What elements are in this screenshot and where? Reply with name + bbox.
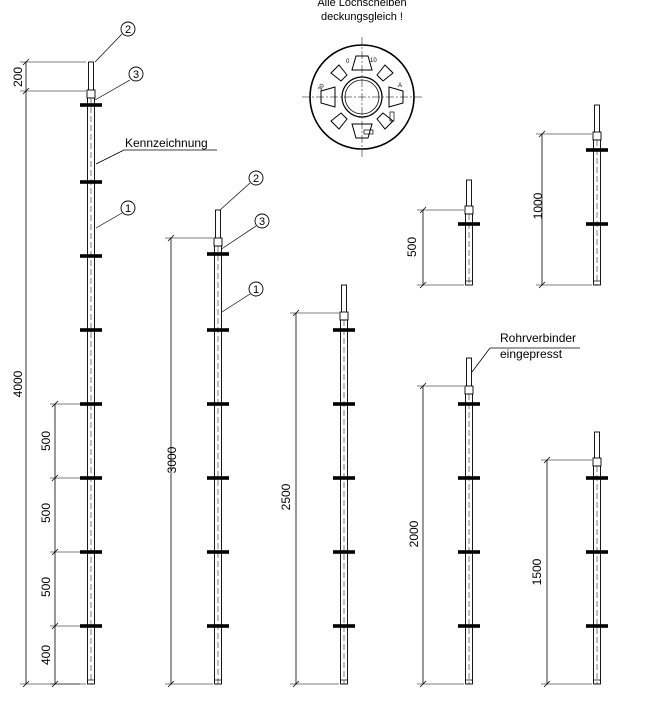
std-4000-rosette-2: [80, 180, 102, 184]
std-500-collar: [464, 205, 474, 215]
rosette-mark-0: 0: [346, 59, 350, 65]
std-4000-spigot: [88, 61, 94, 93]
dim-500b-label: 500: [39, 503, 53, 523]
rohrverbinder-leader-line: [471, 347, 491, 373]
std-1000-collar: [592, 131, 602, 141]
rosette-slot-left: [320, 86, 336, 108]
kennzeichnung-leader-line: [95, 149, 125, 165]
std-3000-spigot: [215, 209, 221, 241]
dim-200-label: 200: [11, 67, 25, 87]
dim-500-label: 500: [405, 237, 419, 257]
callout-2b-number: 2: [253, 173, 259, 185]
callout-3-leader: [94, 79, 131, 101]
callout-1-leader: [95, 212, 123, 229]
std-1500-rosette-3: [586, 624, 608, 628]
std-2500-rosette-4: [333, 550, 355, 554]
standards-layer: [20, 58, 608, 688]
callout-1-number: 1: [125, 203, 131, 215]
callout-3-bubble: [128, 66, 144, 82]
std-2000-rosette-3: [458, 550, 480, 554]
dim-2000-label: 2000: [407, 520, 421, 547]
dim-3000-label: 3000: [165, 446, 179, 473]
dim-1500-label: 1500: [530, 558, 544, 585]
rosette-slot-sw: [330, 112, 348, 130]
std-2500-rosette-5: [333, 624, 355, 628]
rohrverbinder-label-line2: eingepresst: [500, 347, 563, 361]
std-1500-spigot: [594, 431, 600, 461]
callout-2b-leader: [219, 182, 251, 211]
std-3000-rosette-2: [207, 328, 229, 332]
rosette-slot-right: [388, 86, 404, 108]
dim-400-label: 400: [39, 645, 53, 665]
dim-1000-label: 1000: [531, 192, 545, 219]
rosette-slot-bottom: [351, 123, 373, 139]
rosette-stamp-mark-2: [389, 111, 395, 122]
std-1500-collar: [592, 457, 602, 467]
kennzeichnung-label: Kennzeichnung: [125, 136, 208, 150]
callout-3b-leader: [219, 225, 257, 251]
std-1000-spigot: [594, 104, 600, 135]
rosette-mark-a: A: [398, 83, 402, 89]
std-4000-rosette-1: [80, 103, 102, 107]
rosette-mark-10: 10: [370, 58, 377, 64]
std-500-rosette-1: [458, 222, 480, 226]
rosette-stamp-mark: [363, 129, 374, 135]
std-2500-rosette-3: [333, 476, 355, 480]
rosette-mark-30: 30: [318, 83, 327, 92]
heading-line-1: Alle Lochscheiben: [317, 0, 407, 9]
callout-2-number: 2: [125, 24, 131, 36]
callout-2b-bubble: [248, 170, 264, 186]
std-3000-rosette-1: [207, 252, 229, 256]
std-4000-collar: [86, 89, 96, 99]
callout-2-leader: [94, 33, 123, 63]
std-2000-rosette-4: [458, 624, 480, 628]
callout-3-number: 3: [133, 69, 139, 81]
std-1000-rosette-2: [586, 222, 608, 226]
dim-2500-label: 2500: [279, 483, 293, 510]
dim-500c-label: 500: [39, 577, 53, 597]
std-2000-rosette-2: [458, 476, 480, 480]
callout-3b-number: 3: [259, 216, 265, 228]
std-500-spigot: [466, 179, 472, 209]
std-4000-rosette-4: [80, 328, 102, 332]
std-3000-collar: [213, 237, 223, 247]
std-4000-rosette-6: [80, 476, 102, 480]
callout-1b-number: 1: [253, 284, 259, 296]
callout-1-bubble: [120, 200, 136, 216]
std-1500-rosette-1: [586, 476, 608, 480]
std-2000-collar: [464, 385, 474, 395]
callout-3b-bubble: [254, 213, 270, 229]
std-4000-rosette-5: [80, 402, 102, 406]
std-2500-rosette-2: [333, 402, 355, 406]
std-2500-collar: [339, 311, 349, 321]
std-2000-rosette-1: [458, 402, 480, 406]
std-4000-rosette-3: [80, 254, 102, 258]
std-4000-rosette-7: [80, 550, 102, 554]
dim-4000-label: 4000: [11, 370, 25, 397]
std-2500-rosette-1: [333, 328, 355, 332]
std-4000-rosette-8: [80, 624, 102, 628]
callout-2-bubble: [120, 21, 136, 37]
std-3000-rosette-3: [207, 402, 229, 406]
rosette-slot-nw: [330, 64, 348, 82]
dim-500a-label: 500: [39, 431, 53, 451]
callout-1b-bubble: [248, 281, 264, 297]
std-1500-rosette-2: [586, 550, 608, 554]
std-3000-rosette-5: [207, 550, 229, 554]
heading-line-2: deckungsgleich !: [321, 11, 403, 23]
std-2000-spigot: [466, 357, 472, 389]
rosette-slot-top: [351, 55, 373, 71]
std-1000-rosette-1: [586, 148, 608, 152]
std-2500-spigot: [341, 284, 347, 315]
rohrverbinder-label-line1: Rohrverbinder: [500, 331, 576, 345]
rosette-detail: [302, 37, 422, 157]
std-3000-rosette-6: [207, 624, 229, 628]
rosette-slot-ne: [376, 64, 394, 82]
callout-1b-leader: [221, 293, 251, 313]
std-3000-rosette-4: [207, 476, 229, 480]
